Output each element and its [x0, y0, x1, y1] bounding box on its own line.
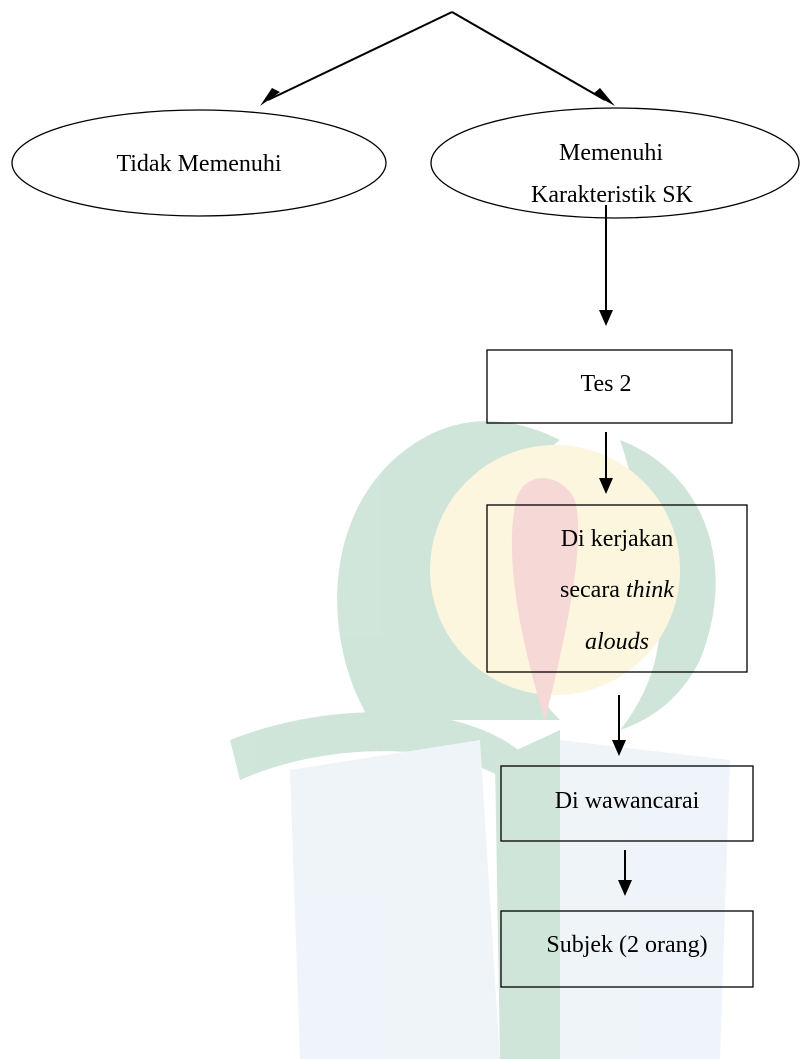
node-tidak-memenuhi: Tidak Memenuhi [11, 109, 387, 217]
arrowhead-memenuhi [593, 88, 615, 106]
node-dikerjakan: Di kerjakan secara think alouds [486, 504, 748, 673]
node-tes2: Tes 2 [486, 349, 733, 424]
watermark-green-swoosh [230, 712, 530, 790]
watermark-red-petal [511, 478, 579, 720]
arrowhead-subjek [618, 880, 632, 896]
node-memenuhi-line2: Karakteristik SK [531, 182, 694, 208]
watermark-green-arc-right [620, 440, 716, 730]
arrowhead-diwawancarai [612, 740, 626, 756]
node-memenuhi-shape [430, 107, 800, 219]
connector-root-to-memenuhi [451, 11, 606, 101]
node-subjek-shape [500, 910, 754, 988]
connectors [260, 11, 632, 896]
arrowhead-tes2 [599, 310, 613, 326]
node-subjek-label: Subjek (2 orang) [546, 932, 707, 958]
node-diwawancarai-label: Di wawancarai [555, 788, 700, 814]
connector-root-to-tidak-memenuhi [267, 11, 453, 101]
node-dikerjakan-shape [486, 504, 748, 673]
node-dikerjakan-line3: alouds [585, 629, 649, 655]
arrowhead-dikerjakan [599, 478, 613, 494]
node-dikerjakan-line1: Di kerjakan [561, 526, 674, 552]
node-subjek: Subjek (2 orang) [500, 910, 754, 988]
node-diwawancarai: Di wawancarai [500, 765, 754, 842]
node-tes2-shape [486, 349, 733, 424]
node-memenuhi: Memenuhi Karakteristik SK [430, 107, 800, 219]
node-dikerjakan-line2-italic: think [626, 577, 674, 603]
node-diwawancarai-shape [500, 765, 754, 842]
node-dikerjakan-line2-prefix: secara [560, 577, 626, 603]
watermark-book-left [290, 740, 500, 1059]
watermark-book-spine [495, 730, 560, 1059]
node-tes2-label: Tes 2 [581, 371, 632, 397]
node-memenuhi-line1: Memenuhi [559, 140, 663, 166]
node-tidak-memenuhi-label: Tidak Memenuhi [116, 151, 281, 177]
watermark-book-right [560, 740, 730, 1059]
watermark-green-arc [337, 421, 560, 720]
university-logo-watermark [230, 421, 730, 1059]
arrowhead-tidak-memenuhi [260, 88, 280, 106]
watermark-yellow-sun [430, 445, 680, 695]
node-tidak-memenuhi-shape [11, 109, 387, 217]
node-dikerjakan-line2: secara think [560, 577, 674, 603]
